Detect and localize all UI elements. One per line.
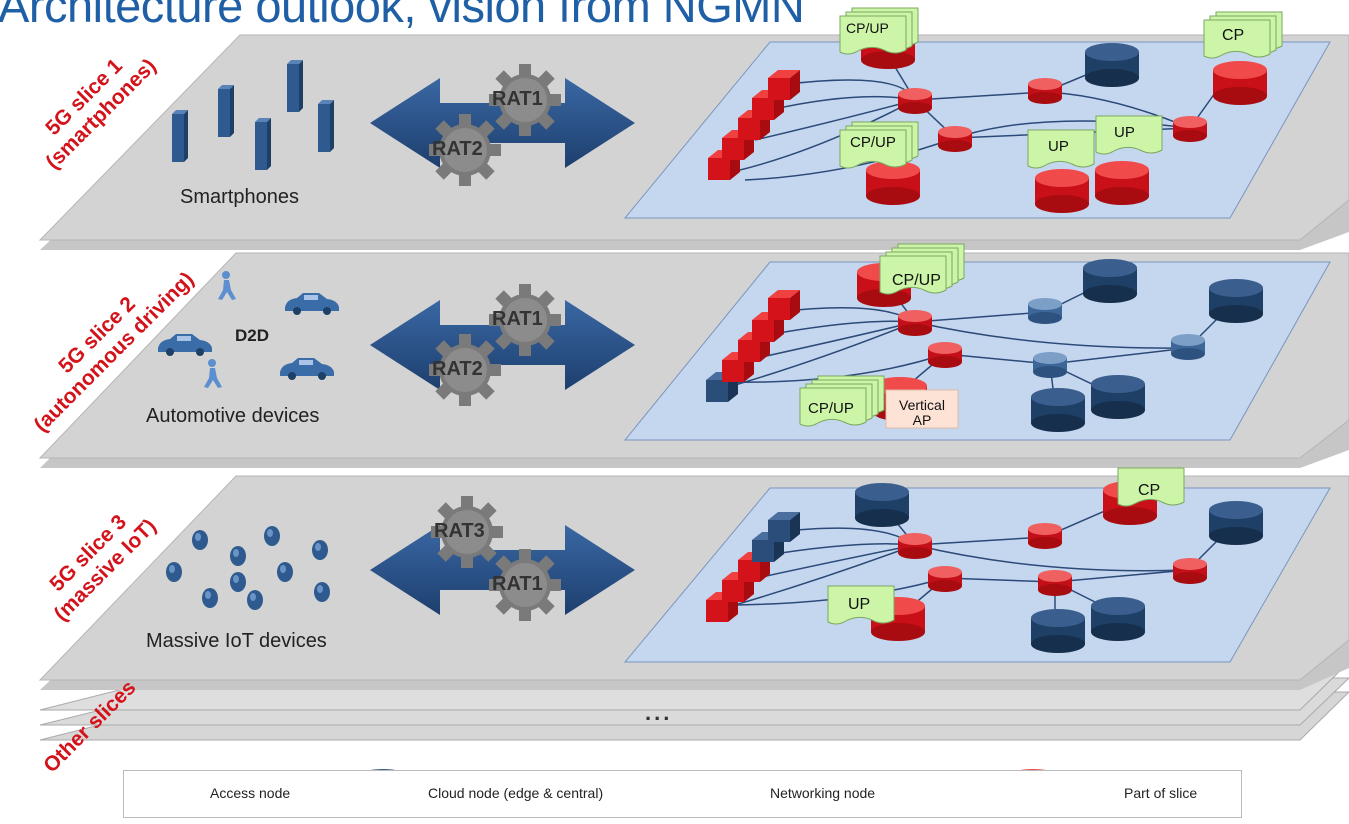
vertical-ap-label: Vertical AP	[899, 397, 945, 428]
legend-part-of-slice: Part of slice	[1124, 785, 1198, 801]
rat-label: RAT2	[432, 358, 483, 380]
legend-cloud-node: Cloud node (edge & central)	[428, 785, 604, 801]
function-tag: CP	[1138, 482, 1161, 499]
rat-label: RAT3	[434, 520, 485, 542]
ellipsis: ...	[645, 700, 673, 725]
page-title: Architecture outlook, vision from NGMN	[0, 0, 805, 32]
network-plane-1	[623, 41, 1331, 219]
rat-label: RAT1	[492, 308, 543, 330]
rat-label: RAT1	[492, 573, 543, 595]
network-plane-3	[623, 487, 1331, 663]
legend: Access node Cloud node (edge & central) …	[123, 770, 1242, 818]
slice-3-network	[706, 467, 1263, 653]
device-label-automotive: Automotive devices	[146, 405, 320, 427]
function-tag: UP	[1114, 124, 1135, 141]
function-tag: CP/UP	[892, 272, 941, 289]
legend-access-node: Access node	[210, 785, 291, 801]
function-tag: UP	[848, 596, 871, 613]
device-label-iot: Massive IoT devices	[146, 630, 327, 652]
rat-label: RAT1	[492, 88, 543, 110]
slice-1-network	[708, 7, 1283, 213]
function-tag: UP	[1048, 138, 1069, 155]
function-tag: CP/UP	[850, 134, 896, 151]
function-tag: CP	[1222, 27, 1245, 44]
function-tag: CP/UP	[808, 400, 854, 417]
d2d-label: D2D	[235, 326, 270, 345]
legend-networking-node: Networking node	[770, 785, 876, 801]
rat-label: RAT2	[432, 138, 483, 160]
device-label-smartphones: Smartphones	[180, 186, 299, 208]
function-tag: CP/UP	[846, 20, 889, 36]
slice-2-network	[706, 243, 1263, 432]
